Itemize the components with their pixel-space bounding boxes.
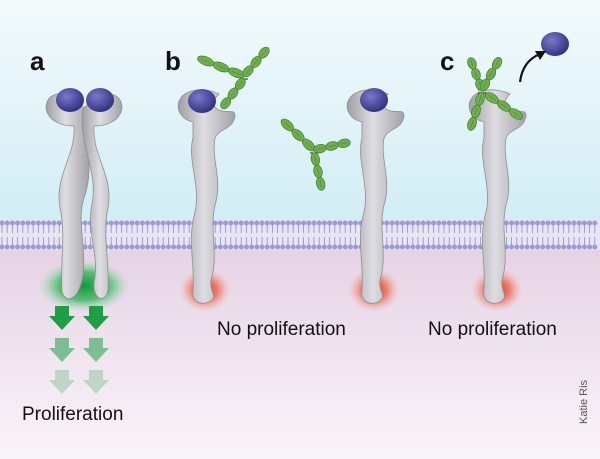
proliferation-arrow bbox=[83, 370, 109, 394]
illustrator-credit: Katie Ris bbox=[578, 379, 590, 424]
antibody bbox=[280, 118, 351, 191]
panel-label-a: a bbox=[30, 46, 45, 76]
ligand bbox=[188, 89, 216, 113]
antibody bbox=[467, 57, 503, 131]
antibody bbox=[197, 46, 270, 110]
proliferation-arrow bbox=[49, 306, 75, 330]
receptor bbox=[346, 89, 405, 304]
ligand bbox=[86, 88, 114, 112]
caption-no-proliferation-b: No proliferation bbox=[217, 319, 346, 340]
cell-membrane bbox=[0, 220, 600, 250]
ligand bbox=[541, 32, 569, 56]
proliferation-arrow bbox=[83, 338, 109, 362]
panel-label-c: c bbox=[440, 46, 455, 76]
proliferation-arrow bbox=[49, 370, 75, 394]
receptor bbox=[177, 89, 236, 304]
proliferation-arrow bbox=[83, 306, 109, 330]
receptor bbox=[468, 89, 527, 304]
proliferation-arrow bbox=[49, 338, 75, 362]
panel-label-b: b bbox=[165, 46, 181, 76]
ligand bbox=[56, 88, 84, 112]
antibody-arm bbox=[484, 92, 524, 120]
ligand bbox=[360, 88, 388, 112]
release-arrowhead bbox=[535, 51, 546, 60]
active-signal-glow bbox=[38, 260, 130, 312]
caption-no-proliferation-c: No proliferation bbox=[428, 319, 557, 340]
caption-proliferation: Proliferation bbox=[22, 404, 124, 425]
